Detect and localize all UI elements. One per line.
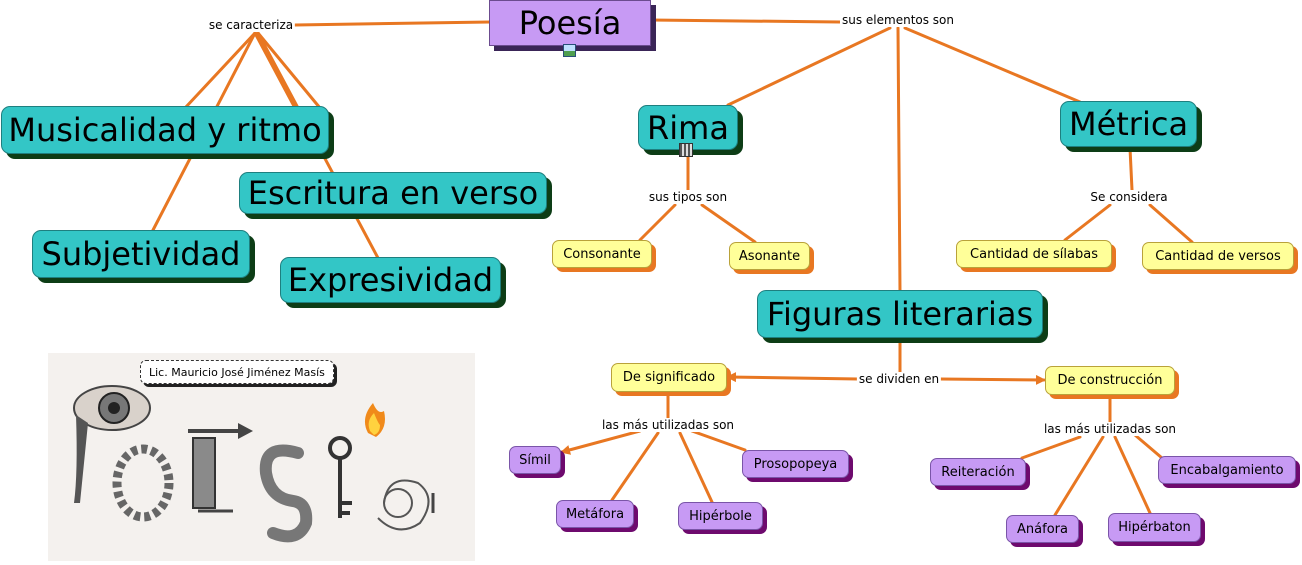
link-poesia-elementos [648, 18, 842, 24]
link-utilizadas-hiperbole [678, 431, 714, 504]
node-asonante-label: Asonante [738, 248, 801, 264]
node-reiteracion[interactable]: Reiteración [930, 458, 1026, 486]
link-elementos-figuras [896, 26, 902, 294]
poesia-artwork [73, 385, 435, 543]
link-tipos-consonante [638, 203, 677, 242]
link-caracteriza-escritura [253, 31, 297, 110]
link-caracteriza-extra [256, 31, 322, 110]
node-poesia[interactable]: Poesía [489, 0, 651, 46]
link-utilizadas-hiperbaton [1113, 435, 1152, 515]
label-se-caracteriza: se caracteriza [206, 18, 296, 32]
node-significado-label: De significado [622, 370, 716, 385]
link-elementos-rima [726, 26, 892, 107]
node-consonante-label: Consonante [563, 246, 641, 262]
label-se-dividen: se dividen en [856, 372, 942, 386]
node-hiperbaton-label: Hipérbaton [1118, 520, 1191, 535]
link-utilizadas-metafora [610, 431, 660, 502]
node-figuras-label: Figuras literarias [766, 295, 1034, 333]
author-credit-text: Lic. Mauricio José Jiménez Masís [149, 365, 325, 379]
link-caracteriza-musicalidad [183, 31, 257, 110]
link-elementos-metrica [903, 26, 1082, 104]
node-consonante[interactable]: Consonante [552, 240, 652, 268]
node-expresividad[interactable]: Expresividad [280, 257, 501, 303]
node-simil[interactable]: Símil [509, 446, 561, 474]
node-encabalgamiento[interactable]: Encabalgamiento [1158, 456, 1296, 484]
node-construccion-label: De construcción [1057, 373, 1163, 388]
node-construccion[interactable]: De construcción [1045, 366, 1175, 395]
link-utilizadas-prosopopeya [690, 429, 747, 452]
link-utilizadas-anafora [1053, 435, 1105, 517]
node-poesia-label: Poesía [518, 4, 622, 42]
node-metafora-label: Metáfora [565, 506, 625, 522]
link-utilizadas-encabalgamiento [1133, 433, 1164, 460]
node-asonante[interactable]: Asonante [729, 242, 810, 270]
node-musicalidad[interactable]: Musicalidad y ritmo [1, 106, 329, 154]
label-mas-utilizadas-construccion: las más utilizadas son [1041, 422, 1179, 436]
link-utilizadas-reiteracion [1020, 435, 1082, 460]
node-escritura-label: Escritura en verso [247, 174, 539, 212]
node-encabalgamiento-label: Encabalgamiento [1170, 462, 1284, 478]
link-poesia-caracteriza [293, 20, 492, 27]
node-hiperbaton[interactable]: Hipérbaton [1108, 513, 1201, 542]
link-considera-versos [1148, 203, 1194, 244]
node-versos[interactable]: Cantidad de versos [1142, 242, 1294, 270]
node-silabas[interactable]: Cantidad de sílabas [956, 240, 1112, 268]
link-metrica-considera [1128, 146, 1134, 192]
node-hiperbole-label: Hipérbole [689, 508, 752, 524]
film-attachment-icon[interactable] [679, 143, 693, 157]
node-prosopopeya-label: Prosopopeya [753, 456, 838, 472]
node-subjetividad-label: Subjetividad [41, 235, 241, 273]
poesia-illustration [48, 353, 475, 561]
node-metrica[interactable]: Métrica [1060, 101, 1197, 147]
node-hiperbole[interactable]: Hipérbole [678, 502, 763, 530]
node-subjetividad[interactable]: Subjetividad [32, 230, 250, 278]
node-significado[interactable]: De significado [611, 363, 727, 392]
link-utilizadas-simil [560, 429, 642, 455]
node-anafora[interactable]: Anáfora [1006, 515, 1079, 543]
node-simil-label: Símil [519, 452, 551, 468]
label-se-considera: Se considera [1088, 190, 1170, 204]
node-escritura[interactable]: Escritura en verso [239, 172, 547, 214]
label-mas-utilizadas-significado: las más utilizadas son [599, 418, 737, 432]
image-attachment-icon[interactable] [563, 44, 576, 57]
author-credit: Lic. Mauricio José Jiménez Masís [140, 360, 334, 384]
node-rima-label: Rima [647, 108, 729, 147]
node-silabas-label: Cantidad de sílabas [970, 246, 1098, 262]
link-considera-silabas [1063, 203, 1112, 242]
label-sus-tipos: sus tipos son [646, 190, 730, 204]
node-metrica-label: Métrica [1068, 105, 1189, 143]
label-sus-elementos: sus elementos son [839, 13, 957, 27]
link-dividen-significado [726, 372, 860, 383]
link-dividen-construccion [938, 374, 1046, 385]
node-musicalidad-label: Musicalidad y ritmo [8, 111, 322, 149]
node-rima[interactable]: Rima [638, 105, 738, 150]
node-anafora-label: Anáfora [1017, 521, 1068, 537]
node-versos-label: Cantidad de versos [1155, 248, 1281, 264]
node-figuras[interactable]: Figuras literarias [757, 290, 1043, 338]
node-expresividad-label: Expresividad [287, 261, 494, 299]
node-metafora[interactable]: Metáfora [556, 500, 634, 528]
link-tipos-asonante [700, 203, 757, 244]
node-reiteracion-label: Reiteración [941, 464, 1015, 480]
node-prosopopeya[interactable]: Prosopopeya [742, 450, 849, 478]
